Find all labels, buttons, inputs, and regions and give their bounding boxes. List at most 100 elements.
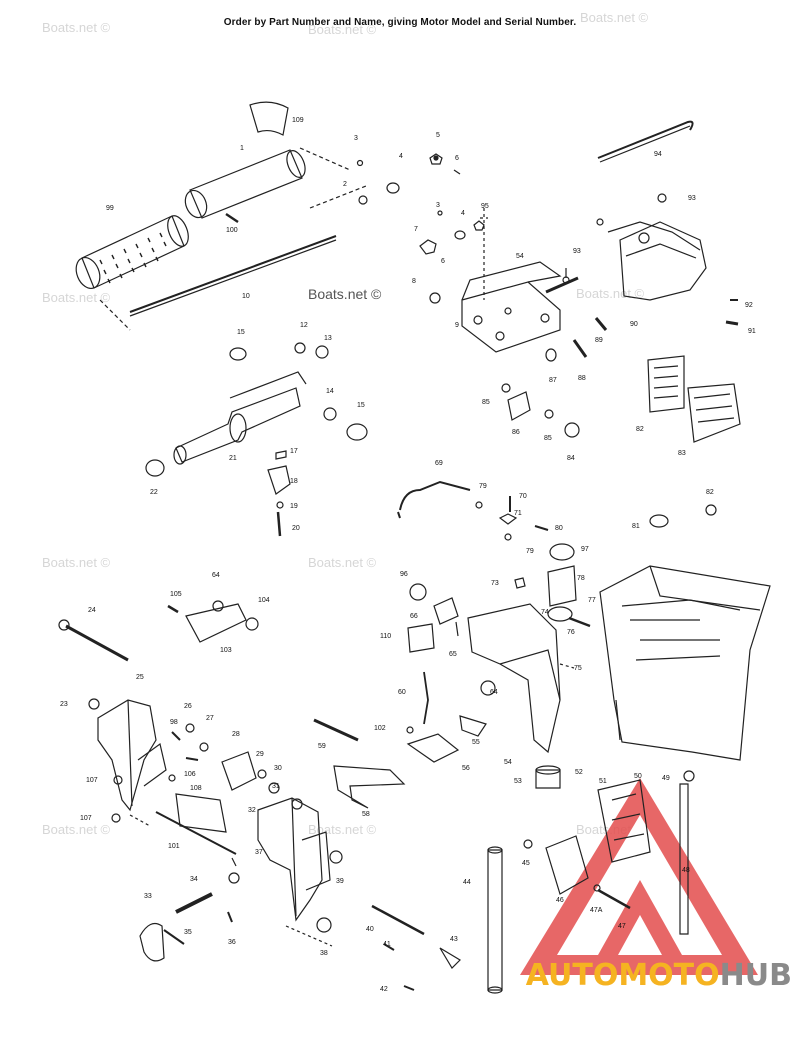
part-number-label: 70 — [519, 493, 527, 500]
part-number-label: 88 — [578, 375, 586, 382]
part-number-label: 51 — [599, 778, 607, 785]
part-number-label: 69 — [435, 460, 443, 467]
watermark: Boats.net © — [580, 10, 649, 25]
part-number-label: 10 — [242, 293, 250, 300]
part-number-label: 6 — [455, 155, 459, 162]
part-number-label: 52 — [575, 769, 583, 776]
part-number-label: 85 — [482, 399, 490, 406]
part-number-label: 86 — [512, 429, 520, 436]
part-number-label: 26 — [184, 703, 192, 710]
part-number-label: 29 — [256, 751, 264, 758]
part-number-label: 78 — [577, 575, 585, 582]
part-number-label: 96 — [400, 571, 408, 578]
part-number-label: 83 — [678, 450, 686, 457]
part-number-label: 3 — [354, 135, 358, 142]
watermark: Boats.net © — [308, 822, 377, 837]
part-number-label: 32 — [248, 807, 256, 814]
part-number-label: 64 — [212, 572, 220, 579]
part-number-label: 93 — [688, 195, 696, 202]
part-number-label: 50 — [634, 773, 642, 780]
part-number-label: 27 — [206, 715, 214, 722]
part-number-label: 15 — [357, 402, 365, 409]
clamp-bracket-right — [221, 751, 343, 947]
part-number-label: 108 — [190, 785, 202, 792]
part-number-label: 3 — [436, 202, 440, 209]
part-number-label: 101 — [168, 843, 180, 850]
part-number-labels: 1091345629910010349576949393548992919089… — [60, 117, 756, 993]
part-number-label: 49 — [662, 775, 670, 782]
part-number-label: 54 — [516, 253, 524, 260]
part-number-label: 33 — [144, 893, 152, 900]
part-number-label: 47A — [590, 907, 603, 914]
part-number-label: 37 — [255, 849, 263, 856]
part-number-label: 90 — [630, 321, 638, 328]
part-number-label: 8 — [412, 278, 416, 285]
part-number-label: 35 — [184, 929, 192, 936]
part-number-label: 43 — [450, 936, 458, 943]
part-number-label: 12 — [300, 322, 308, 329]
part-number-label: 30 — [274, 765, 282, 772]
part-number-label: 31 — [272, 783, 280, 790]
part-number-label: 5 — [436, 132, 440, 139]
part-number-label: 95 — [481, 203, 489, 210]
part-number-label: 66 — [410, 613, 418, 620]
part-number-label: 38 — [320, 950, 328, 957]
part-number-label: 36 — [228, 939, 236, 946]
tilt-lever-assembly — [139, 892, 233, 962]
part-number-label: 28 — [232, 731, 240, 738]
part-number-label: 104 — [258, 597, 270, 604]
part-number-label: 79 — [526, 548, 534, 555]
part-number-label: 60 — [398, 689, 406, 696]
part-number-label: 24 — [88, 607, 96, 614]
part-number-label: 54 — [504, 759, 512, 766]
part-number-label: 20 — [292, 525, 300, 532]
part-number-label: 100 — [226, 227, 238, 234]
part-number-label: 19 — [290, 503, 298, 510]
part-number-label: 107 — [86, 777, 98, 784]
watermark: Boats.net © — [42, 20, 111, 35]
part-number-label: 97 — [581, 546, 589, 553]
part-number-label: 105 — [170, 591, 182, 598]
part-number-label: 102 — [374, 725, 386, 732]
part-number-label: 82 — [636, 426, 644, 433]
part-number-label: 77 — [588, 597, 596, 604]
part-number-label: 110 — [380, 633, 391, 640]
part-number-label: 85 — [544, 435, 552, 442]
part-number-label: 17 — [290, 448, 298, 455]
part-number-label: 18 — [290, 478, 298, 485]
part-number-label: 44 — [463, 879, 471, 886]
part-number-label: 23 — [60, 701, 68, 708]
watermark: Boats.net © — [42, 822, 111, 837]
part-number-label: 56 — [462, 765, 470, 772]
order-instruction: Order by Part Number and Name, giving Mo… — [223, 17, 577, 28]
brand-part2: HUB — [719, 958, 792, 993]
part-number-label: 64 — [490, 689, 498, 696]
part-number-label: 41 — [383, 941, 391, 948]
part-number-label: 89 — [595, 337, 603, 344]
part-number-label: 25 — [136, 674, 144, 681]
part-number-label: 94 — [654, 151, 662, 158]
part-number-label: 58 — [362, 811, 370, 818]
part-number-label: 80 — [555, 525, 563, 532]
part-number-label: 46 — [556, 897, 564, 904]
link-rod-assembly — [397, 480, 717, 653]
part-number-label: 2 — [343, 181, 347, 188]
part-number-label: 73 — [491, 580, 499, 587]
part-number-label: 9 — [455, 322, 459, 329]
part-number-label: 82 — [706, 489, 714, 496]
tiller-handle-assembly — [75, 101, 461, 331]
part-number-label: 79 — [479, 483, 487, 490]
part-number-label: 103 — [220, 647, 232, 654]
throttle-bracket-assembly — [594, 120, 741, 443]
part-number-label: 42 — [380, 986, 388, 993]
part-number-label: 87 — [549, 377, 557, 384]
part-number-label: 91 — [748, 328, 756, 335]
part-number-label: 13 — [324, 335, 332, 342]
part-number-label: 6 — [441, 258, 445, 265]
part-number-label: 1 — [240, 145, 244, 152]
lever-bracket-assembly — [58, 600, 259, 662]
tilt-linkage — [313, 671, 487, 809]
watermark: Boats.net © — [308, 555, 377, 570]
